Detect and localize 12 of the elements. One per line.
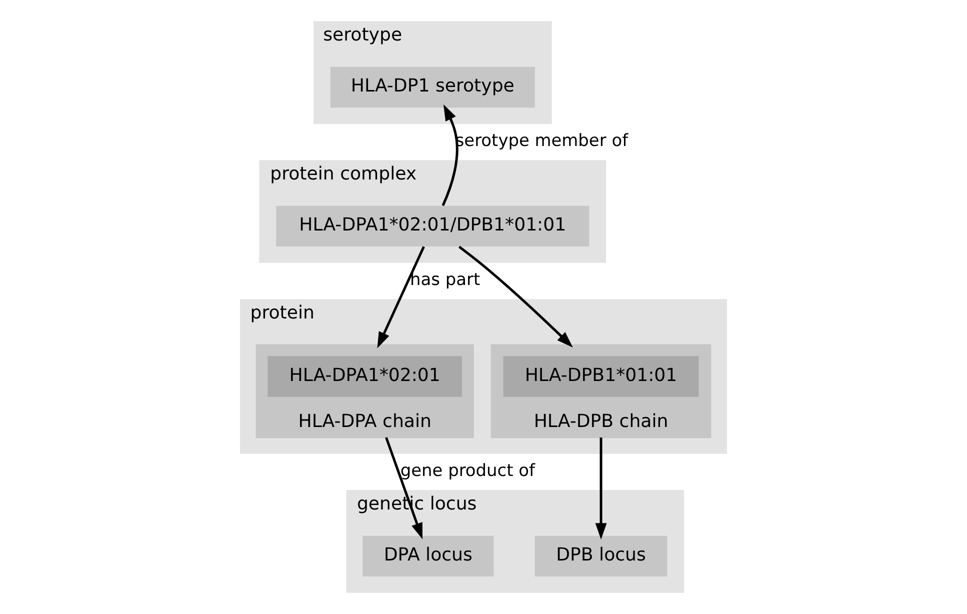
arrow (458, 246, 573, 348)
node-box: HLA-DPA1*02:01 (268, 356, 462, 397)
arrow (442, 104, 458, 206)
node-box: HLA-DPB1*01:01 (503, 356, 699, 397)
node-box: HLA-DPA1*02:01/DPB1*01:01 (276, 206, 590, 247)
node-box: HLA-DP1 serotype (330, 66, 535, 108)
edge-label: gene product of (400, 460, 535, 480)
node-box: DPB locus (534, 536, 668, 576)
arrow (377, 246, 425, 348)
arrow (595, 438, 607, 540)
node-box: DPA locus (362, 536, 494, 576)
edge-label: has part (410, 268, 480, 289)
